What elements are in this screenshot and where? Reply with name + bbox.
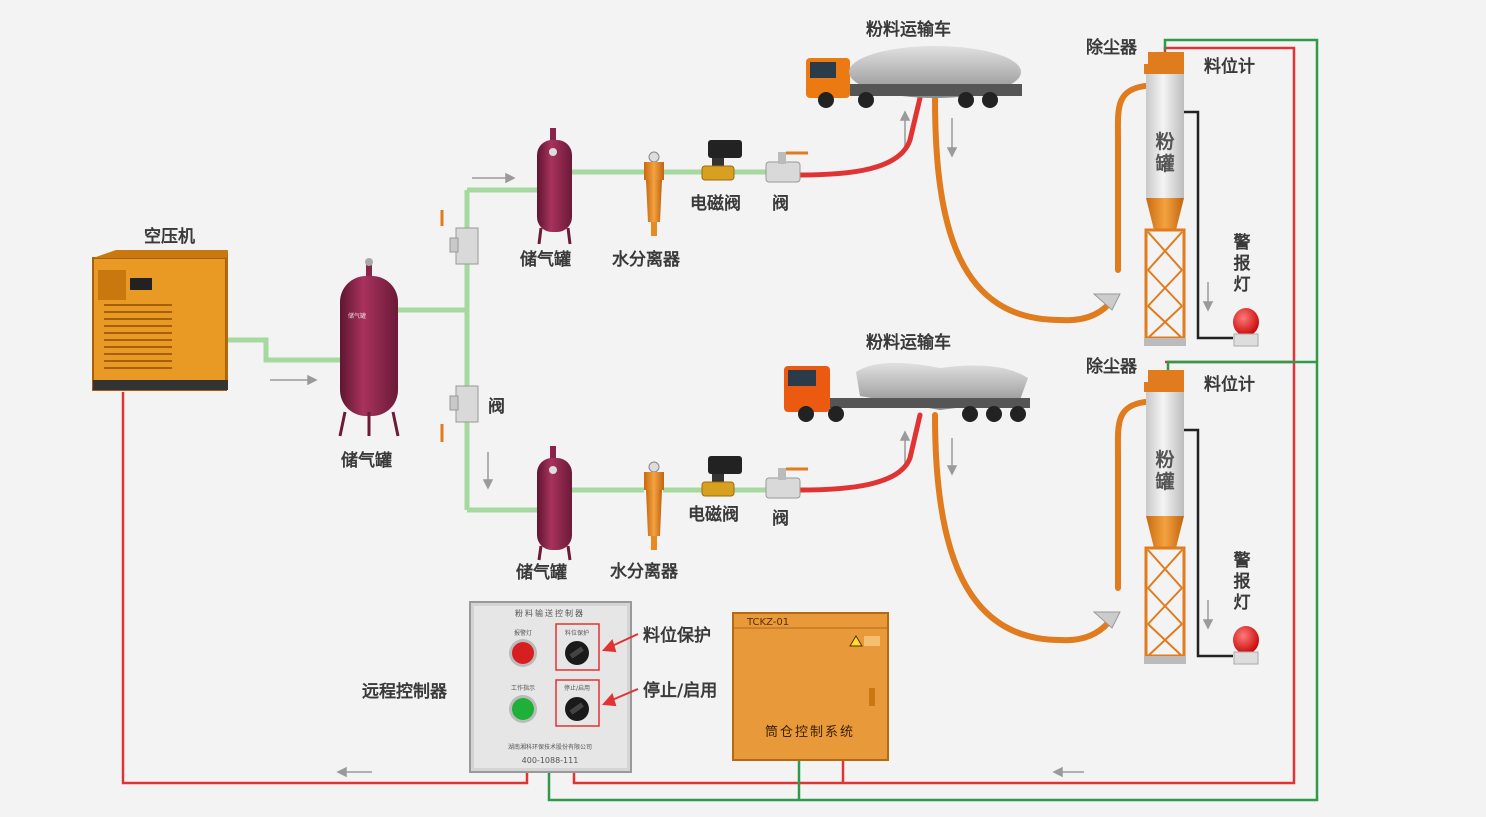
manifold-valve-mid[interactable] (440, 385, 479, 442)
label-dust-top: 除尘器 (1086, 37, 1138, 58)
sensor-wire-top (1183, 110, 1233, 340)
delivery-hoses (797, 83, 1148, 644)
label-compressor: 空压机 (144, 226, 195, 247)
panel-title: 粉料输送控制器 (515, 608, 585, 618)
vertical-labels: 粉罐 粉罐 警报灯 警报灯 (1154, 130, 1250, 613)
alarm-indicator-button[interactable] (509, 639, 537, 667)
stop-start-knob[interactable] (565, 697, 589, 721)
label-valve-top: 阀 (772, 193, 789, 214)
label-valve-mid: 阀 (488, 396, 505, 417)
silo-control-cabinet: TCKZ-01 筒仓控制系统 (732, 612, 889, 761)
label-tank-bottom: 储气罐 (516, 562, 567, 583)
panel-red-caption: 报警灯 (514, 629, 532, 637)
label-valve-bottom: 阀 (772, 508, 789, 529)
callout-arrows (601, 633, 639, 707)
label-separator-bottom: 水分离器 (610, 561, 679, 582)
alarm-lamp-bottom (1233, 626, 1259, 665)
warning-icon (849, 635, 863, 647)
cabinet-model: TCKZ-01 (746, 617, 789, 628)
cabinet-name: 筒仓控制系统 (765, 724, 855, 740)
water-separator-top (644, 151, 664, 236)
alarm-lamp-top (1233, 308, 1259, 347)
solenoid-valve-bottom[interactable] (701, 456, 742, 497)
label-silo-bottom: 粉罐 (1154, 448, 1174, 493)
panel-knob1-caption: 料位保护 (565, 629, 589, 637)
label-silo-top: 粉罐 (1154, 130, 1174, 175)
ball-valve-top[interactable] (765, 151, 808, 183)
manifold-valve-top[interactable] (440, 210, 479, 265)
label-tank-top: 储气罐 (520, 249, 571, 270)
air-compressor (92, 250, 228, 391)
tanker-truck-top (806, 46, 1022, 108)
label-stop-start: 停止/启用 (643, 680, 717, 701)
label-truck-top: 粉料运输车 (866, 19, 951, 40)
label-solenoid-top: 电磁阀 (690, 193, 741, 214)
sensor-wire-bottom (1183, 428, 1233, 658)
label-solenoid-bottom: 电磁阀 (688, 504, 739, 525)
label-level-bottom: 料位计 (1204, 374, 1255, 395)
work-indicator-button[interactable] (509, 695, 537, 723)
panel-company: 湖南湘科环保技术股份有限公司 (508, 743, 592, 751)
water-separator-bottom (644, 461, 664, 550)
panel-green-caption: 工作指示 (511, 684, 535, 692)
air-pipes (226, 169, 768, 513)
label-alarm-bottom: 警报灯 (1233, 550, 1251, 613)
label-main-tank: 储气罐 (341, 450, 392, 471)
red-wire-compressor (121, 392, 529, 785)
label-level-top: 料位计 (1204, 56, 1255, 77)
label-level-protect: 料位保护 (643, 625, 711, 646)
diagram-labels: 空压机 储气罐 阀 储气罐 水分离器 电磁阀 阀 储气罐 水分离器 电磁阀 阀 … (144, 19, 1255, 702)
solenoid-valve-top[interactable] (701, 140, 742, 181)
control-wiring (121, 38, 1319, 802)
remote-control-panel: 粉料输送控制器 报警灯 工作指示 料位保护 停止/启用 湖南湘科环保技术股份有限… (469, 601, 632, 773)
level-protect-knob[interactable] (565, 641, 589, 665)
silo-top (1144, 52, 1186, 346)
green-wire-panel (547, 38, 1319, 802)
dust-collector-funnel-bottom (1092, 611, 1121, 629)
label-alarm-top: 警报灯 (1233, 232, 1251, 295)
air-tank-bottom (537, 446, 572, 561)
label-dust-bottom: 除尘器 (1086, 356, 1138, 377)
svg-text:储气罐: 储气罐 (348, 312, 366, 320)
silo-bottom (1144, 370, 1186, 664)
green-wire-bottom-level (1166, 360, 1317, 372)
label-separator-top: 水分离器 (612, 249, 681, 270)
label-truck-bottom: 粉料运输车 (866, 332, 951, 353)
panel-phone: 400-1088-111 (522, 756, 579, 765)
tanker-truck-bottom (784, 362, 1030, 422)
ball-valve-bottom[interactable] (765, 467, 808, 499)
label-remote-controller: 远程控制器 (362, 681, 448, 702)
panel-knob2-caption: 停止/启用 (564, 684, 590, 692)
flow-arrows (270, 110, 1214, 778)
dust-collector-funnel-top (1092, 293, 1121, 311)
air-tank-top (537, 128, 572, 245)
main-air-tank: 储气罐 (338, 258, 400, 437)
